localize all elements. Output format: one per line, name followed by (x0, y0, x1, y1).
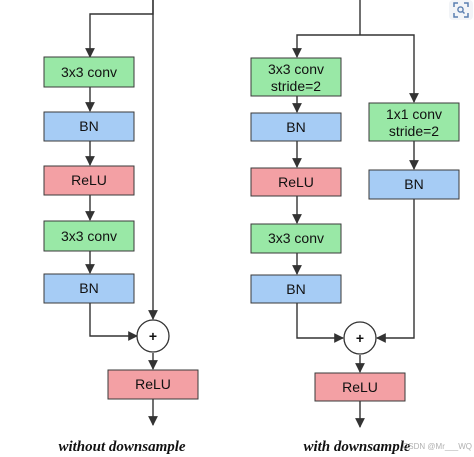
right-conv1-label-line2: stride=2 (271, 78, 321, 94)
right-shortcut-conv-label-line2: stride=2 (389, 123, 439, 139)
left-add-symbol: + (149, 328, 157, 344)
left-relu1-label: ReLU (71, 172, 107, 188)
left-caption: without downsample (58, 439, 185, 455)
right-bn1-label: BN (286, 119, 305, 135)
left-residual-block: 3x3 conv BN ReLU 3x3 conv BN + ReLU with… (43, 0, 199, 455)
left-conv1-label: 3x3 conv (61, 64, 117, 80)
scan-button[interactable] (449, 0, 473, 20)
left-bn1-label: BN (79, 118, 98, 134)
left-conv1-box: 3x3 conv (43, 56, 135, 88)
right-shortcut-conv-box: 1x1 conv stride=2 (368, 102, 460, 142)
right-shortcut-conv-label-line1: 1x1 conv (386, 106, 442, 122)
right-main-branch-arrow (292, 34, 360, 58)
left-conv2-box: 3x3 conv (43, 220, 135, 252)
right-caption: with downsample (303, 439, 410, 455)
right-arrow-bn2-add (296, 303, 344, 343)
left-relu-out-box: ReLU (107, 369, 199, 400)
right-relu1-label: ReLU (278, 174, 314, 190)
left-conv2-label: 3x3 conv (61, 228, 117, 244)
right-connectors (292, 0, 419, 428)
right-add-node: + (343, 321, 377, 355)
right-conv1-label-line1: 3x3 conv (268, 61, 324, 77)
right-conv2-box: 3x3 conv (250, 223, 342, 254)
left-arrow-bn2-add (89, 303, 138, 341)
right-shortcut-bn-box: BN (368, 169, 460, 200)
right-relu1-box: ReLU (250, 167, 342, 197)
left-connectors (85, 0, 158, 426)
right-bn2-label: BN (286, 281, 305, 297)
right-arrow-sbn-add (376, 199, 415, 343)
scan-icon (453, 2, 469, 18)
right-conv2-label: 3x3 conv (268, 230, 324, 246)
left-bn2-box: BN (43, 273, 135, 304)
left-bn1-box: BN (43, 111, 135, 142)
right-bn1-box: BN (250, 112, 342, 142)
right-conv1-box: 3x3 conv stride=2 (250, 57, 342, 97)
left-relu-out-label: ReLU (135, 376, 171, 392)
right-residual-block: 3x3 conv stride=2 BN ReLU 3x3 conv BN 1x… (250, 0, 460, 455)
left-relu1-box: ReLU (43, 165, 135, 196)
right-shortcut-bn-label: BN (404, 176, 423, 192)
right-bn2-box: BN (250, 274, 342, 304)
left-input-branch-arrow (85, 0, 154, 58)
watermark: CSDN @Mr___WQ (403, 442, 472, 451)
right-relu-out-box: ReLU (314, 372, 406, 402)
left-add-node: + (136, 319, 170, 353)
right-relu-out-label: ReLU (342, 379, 378, 395)
right-add-symbol: + (356, 330, 364, 346)
left-bn2-label: BN (79, 280, 98, 296)
right-shortcut-branch-arrow (360, 34, 419, 103)
